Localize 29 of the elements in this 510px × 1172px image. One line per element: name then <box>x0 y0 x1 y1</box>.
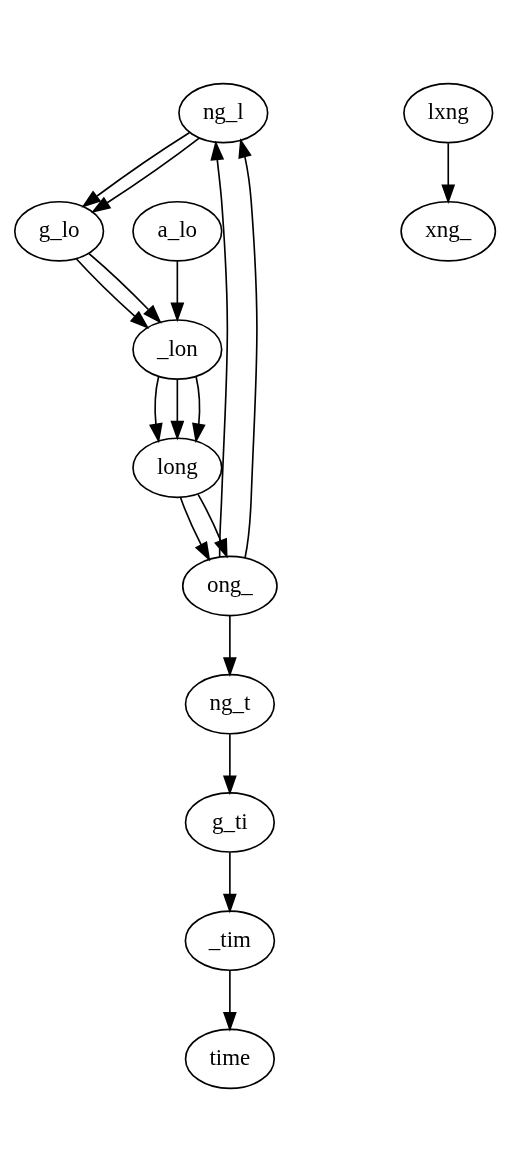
node-ellipse: _tim <box>184 910 276 972</box>
node-ellipse: ng_t <box>184 673 276 735</box>
arrow <box>222 733 237 796</box>
arrow <box>197 493 228 559</box>
node-ellipse: _lon <box>132 319 223 380</box>
arrow <box>170 378 185 441</box>
arrow <box>210 140 229 558</box>
node-ellipse: long <box>132 437 223 499</box>
arrow <box>222 969 237 1032</box>
arrow <box>149 375 163 444</box>
arrow <box>222 851 237 914</box>
arrow <box>170 260 185 323</box>
node-ellipse: lxng <box>403 82 494 144</box>
node-ellipse: ong_ <box>181 555 278 617</box>
arrow <box>75 258 150 329</box>
node-ellipse: ng_l <box>178 82 269 144</box>
arrow <box>192 375 206 444</box>
arrow <box>441 142 456 205</box>
node-ellipse: time <box>184 1028 276 1090</box>
node-ellipse: g_ti <box>184 792 276 853</box>
arrow <box>222 615 237 677</box>
arrow <box>238 138 258 559</box>
arrow <box>90 137 200 214</box>
node-ellipse: xng_ <box>400 200 497 262</box>
arrow <box>88 252 162 324</box>
node-ellipse: g_lo <box>13 200 105 262</box>
node-ellipse: a_lo <box>132 200 223 262</box>
arrow <box>81 131 191 208</box>
arrow <box>179 497 211 562</box>
